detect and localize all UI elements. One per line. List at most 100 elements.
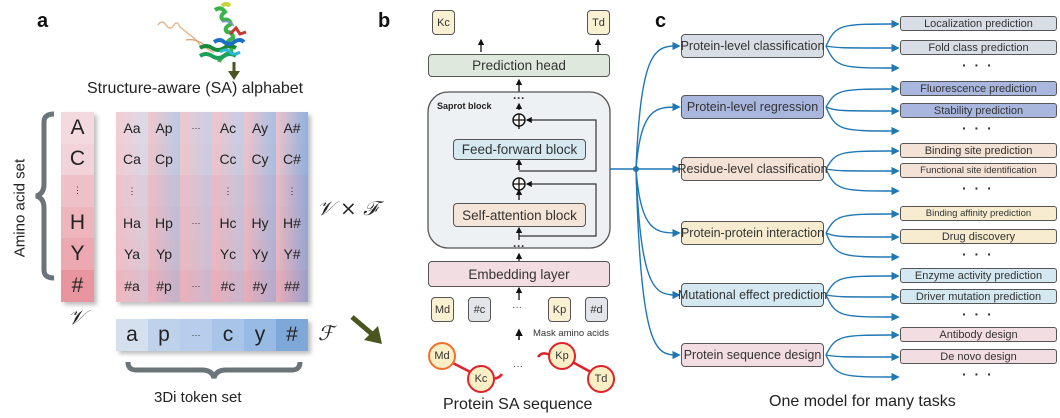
foldseek-token-cell: p bbox=[148, 319, 180, 351]
embedding-layer: Embedding layer bbox=[428, 261, 610, 287]
token-set-label: 3Di token set bbox=[154, 389, 242, 406]
sa-token-cell bbox=[148, 175, 180, 207]
f-symbol: ℱ bbox=[318, 321, 334, 345]
sa-token-cell: #c bbox=[212, 270, 244, 302]
category-box: Protein-level regression bbox=[681, 95, 824, 119]
foldseek-token-cell: # bbox=[276, 319, 308, 351]
connector-category-to-task bbox=[825, 166, 900, 176]
amino-acid-column: A C ⋮ H Y # bbox=[61, 112, 94, 302]
sa-token-cell: Yc bbox=[212, 238, 244, 271]
more-tasks-ellipsis: · · · bbox=[962, 120, 994, 136]
feed-forward-block: Feed-forward block bbox=[453, 139, 586, 160]
sa-token-cell: Y# bbox=[276, 238, 308, 271]
task-box: Driver mutation prediction bbox=[900, 289, 1057, 304]
task-box: Antibody design bbox=[900, 327, 1057, 342]
panel-a-label: a bbox=[37, 10, 49, 32]
task-box: De novo design bbox=[900, 349, 1057, 364]
mask-amino-acids-label: Mask amino acids bbox=[533, 328, 610, 339]
connector-category-to-task bbox=[825, 106, 900, 136]
connector-category-to-task bbox=[825, 168, 900, 196]
output-token-kc: Kc bbox=[432, 10, 455, 35]
sa-token-cell: A# bbox=[276, 112, 308, 144]
sa-token-cell: Aa bbox=[116, 112, 148, 144]
output-token-td: Td bbox=[587, 10, 610, 35]
task-box: Enzyme activity prediction bbox=[900, 268, 1057, 283]
input-token-masked: #c bbox=[468, 297, 491, 322]
saprot-block-label: Saprot block bbox=[437, 101, 492, 111]
sa-token-cell: ··· bbox=[180, 206, 212, 239]
residue-node: Kp bbox=[548, 342, 576, 370]
down-arrow-icon bbox=[228, 62, 240, 80]
connector-category-to-task bbox=[825, 354, 900, 382]
svg-text:···: ··· bbox=[513, 91, 525, 105]
sa-token-cell: Ya bbox=[116, 238, 148, 271]
category-box: Protein-protein interaction bbox=[681, 221, 824, 245]
amino-acid-brace bbox=[35, 111, 55, 281]
connector-hub-to-category bbox=[635, 168, 681, 300]
sa-alphabet-title: Structure-aware (SA) alphabet bbox=[87, 80, 304, 97]
connector-hub-to-category bbox=[635, 168, 681, 360]
connector-category-to-task bbox=[825, 271, 900, 296]
task-box: Localization prediction bbox=[900, 16, 1057, 31]
input-token: Md bbox=[431, 297, 454, 322]
connector-category-to-task bbox=[825, 146, 900, 170]
sa-token-cell: ··· bbox=[180, 270, 212, 302]
connector-category-to-task bbox=[825, 43, 900, 53]
sa-token-cell: Yy bbox=[244, 238, 276, 271]
protein-structure-icon bbox=[157, 2, 247, 63]
task-box: Functional site identification bbox=[900, 163, 1057, 178]
v-cross-f-symbol: 𝒱 × ℱ bbox=[317, 196, 378, 220]
sa-token-cell: ··· bbox=[180, 112, 212, 144]
connector-hub-to-category bbox=[635, 168, 681, 238]
residue-node: Td bbox=[587, 365, 615, 393]
residue-node: Md bbox=[428, 342, 456, 370]
category-box: Mutational effect prediction bbox=[678, 283, 827, 307]
panel-b-label: b bbox=[378, 10, 391, 32]
sa-token-cell: Yp bbox=[148, 238, 180, 271]
diagonal-arrow-icon bbox=[350, 315, 382, 344]
task-box: Fold class prediction bbox=[900, 40, 1057, 55]
protein-sa-sequence-caption: Protein SA sequence bbox=[443, 396, 593, 413]
sa-token-cell bbox=[180, 175, 212, 207]
connector-category-to-task bbox=[825, 232, 900, 262]
amino-acid-cell: Y bbox=[61, 238, 94, 270]
input-ellipsis: ··· bbox=[512, 302, 522, 313]
sa-token-cell: ⋮ bbox=[212, 175, 244, 207]
amino-acid-cell: H bbox=[61, 206, 94, 239]
category-box: Protein sequence design bbox=[681, 343, 824, 367]
token-set-brace bbox=[125, 361, 303, 379]
sa-token-cell: #p bbox=[148, 270, 180, 302]
connector-category-to-task bbox=[825, 294, 900, 322]
sa-token-cell: Hy bbox=[244, 206, 276, 239]
task-box: Drug discovery bbox=[900, 229, 1057, 244]
amino-acid-cell: C bbox=[61, 143, 94, 176]
task-box: Fluorescence prediction bbox=[900, 81, 1057, 96]
amino-acid-cell: A bbox=[61, 112, 94, 144]
category-box: Residue-level classification bbox=[677, 157, 828, 181]
sa-token-cell: C# bbox=[276, 143, 308, 176]
panel-c-label: c bbox=[655, 10, 667, 32]
connector-hub-to-category bbox=[635, 41, 681, 170]
more-tasks-ellipsis: · · · bbox=[962, 180, 994, 196]
residue-node: Kc bbox=[467, 365, 495, 393]
sa-token-cell: ⋮ bbox=[276, 175, 308, 207]
many-tasks-caption: One model for many tasks bbox=[769, 393, 956, 410]
prediction-head: Prediction head bbox=[428, 54, 610, 77]
category-box: Protein-level classification bbox=[681, 34, 824, 58]
amino-acid-cell: # bbox=[61, 269, 94, 302]
sa-token-cell bbox=[180, 238, 212, 271]
more-tasks-ellipsis: · · · bbox=[962, 306, 994, 322]
connector-category-to-task bbox=[825, 352, 900, 362]
more-tasks-ellipsis: · · · bbox=[962, 366, 994, 382]
sa-token-cell: Ay bbox=[244, 112, 276, 144]
sa-token-cell: Cp bbox=[148, 143, 180, 176]
connector-hub-to-category bbox=[635, 102, 681, 170]
sa-token-cell: ## bbox=[276, 270, 308, 302]
sa-token-cell: Hp bbox=[148, 206, 180, 239]
connector-category-to-task bbox=[825, 292, 900, 302]
more-tasks-ellipsis: · · · bbox=[962, 57, 994, 73]
sa-token-cell bbox=[180, 143, 212, 176]
input-token-masked: #d bbox=[585, 297, 608, 322]
